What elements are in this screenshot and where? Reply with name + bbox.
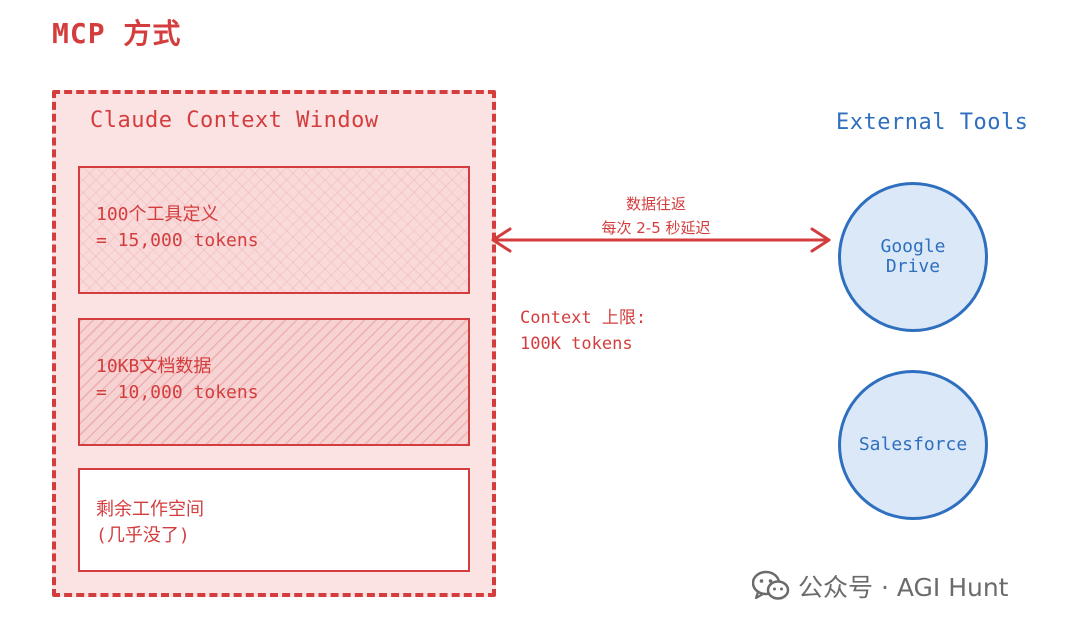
- arrow-label-line-2: 每次 2-5 秒延迟: [601, 219, 711, 237]
- page-title: MCP 方式: [52, 17, 182, 50]
- arrow-label: 数据往返 每次 2-5 秒延迟: [560, 192, 752, 240]
- bidirectional-arrow: [491, 227, 831, 253]
- context-limit-note: Context 上限: 100K tokens: [520, 305, 646, 357]
- remaining-space-text: 剩余工作空间 (几乎没了): [96, 497, 204, 549]
- tool-definitions-line-2: = 15,000 tokens: [96, 230, 259, 251]
- salesforce-label: Salesforce: [858, 434, 968, 455]
- salesforce-node: Salesforce: [838, 370, 988, 520]
- tool-definitions-text: 100个工具定义 = 15,000 tokens: [96, 202, 259, 254]
- google-drive-node: Google Drive: [838, 182, 988, 332]
- tool-definitions-line-1: 100个工具定义: [96, 204, 219, 225]
- watermark: 公众号 · AGI Hunt: [751, 568, 1009, 604]
- tool-definitions-block: [78, 166, 470, 294]
- context-window-label: Claude Context Window: [90, 108, 379, 133]
- arrow-head-left: [491, 227, 512, 253]
- document-data-line-2: = 10,000 tokens: [96, 382, 259, 403]
- arrow-head-right: [810, 227, 831, 253]
- external-tools-title: External Tools: [836, 110, 1029, 135]
- google-drive-line-2: Drive: [885, 256, 941, 277]
- remaining-space-line-2: (几乎没了): [96, 525, 190, 546]
- wechat-icon: [751, 570, 790, 602]
- document-data-text: 10KB文档数据 = 10,000 tokens: [96, 354, 259, 406]
- document-data-block: [78, 318, 470, 446]
- watermark-text: 公众号 · AGI Hunt: [798, 573, 1009, 602]
- google-drive-line-1: Google: [880, 236, 946, 257]
- remaining-space-line-1: 剩余工作空间: [96, 499, 204, 520]
- arrow-label-line-1: 数据往返: [625, 195, 686, 213]
- document-data-line-1: 10KB文档数据: [96, 356, 212, 377]
- context-limit-line-2: 100K tokens: [520, 334, 633, 354]
- context-limit-line-1: Context 上限:: [520, 308, 647, 328]
- remaining-space-block: [78, 468, 470, 572]
